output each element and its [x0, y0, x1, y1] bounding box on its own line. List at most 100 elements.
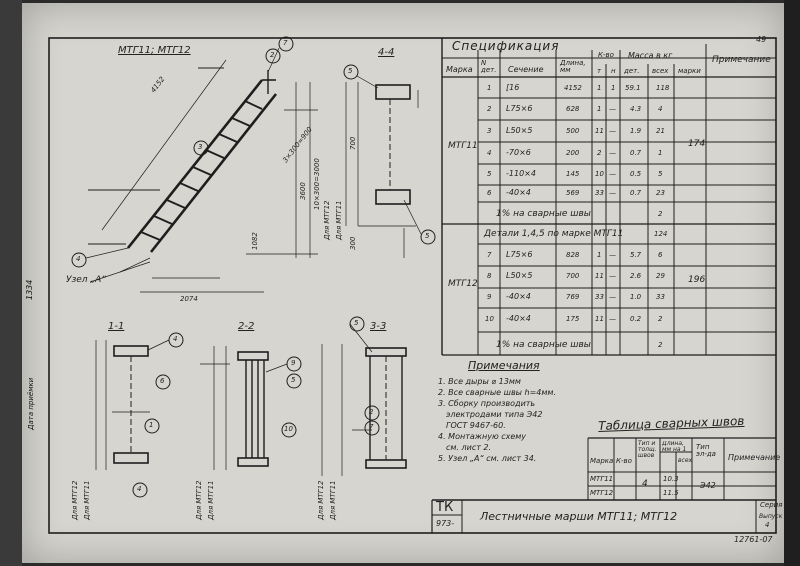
- spec-h-count-t: т: [597, 67, 602, 75]
- weld-h-note: Примечание: [728, 453, 781, 462]
- note-3b: электродами типа Э42: [446, 410, 543, 419]
- callout-5c: 5: [291, 376, 296, 384]
- s11-r3-sec: L50×5: [506, 126, 533, 135]
- s12-r3-len: 769: [566, 293, 580, 301]
- s12-r4-det: 0.2: [630, 315, 642, 323]
- weld-h-all: всех: [678, 457, 693, 464]
- s12-r2-t: 11: [595, 272, 604, 280]
- weld-h-electrode: Тип эл-да: [696, 443, 716, 458]
- s12-r1-sec: L75×6: [506, 250, 533, 259]
- s11-welds-label: 1% на сварные швы: [496, 209, 591, 219]
- s11-r1-n: 1: [487, 84, 492, 92]
- s12-r2-n: 8: [487, 272, 492, 280]
- s11-r6-n: 6: [487, 189, 492, 197]
- note-4b: см. лист 2.: [446, 443, 492, 452]
- s11-r1-all: 118: [656, 84, 670, 92]
- s11-r4-len: 200: [566, 149, 580, 157]
- callout-1: 1: [149, 421, 154, 429]
- spec-h-count: К-во: [598, 51, 614, 59]
- weld-electrode: Э42: [700, 481, 716, 490]
- s11-r2-len: 628: [566, 105, 580, 113]
- tb-title: Лестничные марши МТГ11; МТГ12: [480, 510, 678, 523]
- s12-r2-len: 700: [566, 272, 580, 280]
- callout-5b: 5: [425, 232, 430, 240]
- spec-h-count-n: н: [611, 67, 616, 75]
- callout-7b: 7: [369, 423, 374, 431]
- s11-r6-len: 569: [566, 189, 580, 197]
- s12-r1-det: 5.7: [630, 251, 642, 259]
- side-label-mtg11-s33: Для МТГ11: [329, 480, 337, 520]
- s12-r3-t: 33: [595, 293, 604, 301]
- tb-issue-label: Выпуск: [759, 513, 783, 520]
- s12-r4-len: 175: [566, 315, 580, 323]
- tb-org: ТК: [436, 500, 454, 515]
- side-label-mtg12-s33: Для МТГ12: [317, 480, 325, 520]
- side-label-mtg12: Для МТГ12: [323, 200, 331, 240]
- scan-right-border: [784, 0, 800, 566]
- spec-h-section: Сечение: [508, 65, 544, 74]
- margin-number: 1334: [25, 279, 34, 300]
- callout-4b: 4: [173, 335, 178, 343]
- s11-r4-n: 4: [487, 149, 492, 157]
- s11-r6-sec: -40×4: [506, 188, 531, 197]
- side-label-mtg12-s11: Для МТГ12: [71, 480, 79, 520]
- tb-issue-value: 4: [765, 521, 770, 529]
- spec-mtg12-marka: МТГ12: [448, 279, 478, 289]
- s12-r1-len: 828: [566, 251, 580, 259]
- s11-r6-n2: —: [609, 189, 616, 197]
- s12-r3-all: 33: [656, 293, 665, 301]
- s11-r5-n2: —: [609, 170, 616, 178]
- s11-r3-n: 3: [487, 127, 492, 135]
- spec-h-ndet: N дет.: [481, 59, 497, 74]
- s11-r2-all: 4: [658, 105, 663, 113]
- s11-r3-len: 500: [566, 127, 580, 135]
- weld-r2-marka: МТГ12: [590, 489, 614, 497]
- spec-h-marka: Марка: [446, 65, 473, 74]
- scan-left-border: [0, 0, 22, 566]
- s12-r2-n2: —: [609, 272, 616, 280]
- s12-r4-n2: —: [609, 315, 616, 323]
- callout-5d: 5: [354, 319, 359, 327]
- s12-r4-t: 11: [595, 315, 604, 323]
- note-1: 1. Все дыры ⌀ 13мм: [438, 377, 521, 386]
- dim-10x300: 10×300=3000: [313, 158, 321, 210]
- s11-r1-len: 4152: [564, 84, 582, 92]
- s12-r3-n2: —: [609, 293, 616, 301]
- s12-r3-det: 1.0: [630, 293, 642, 301]
- spec-h-length: Длина, мм: [560, 59, 586, 74]
- spec-h-note: Примечание: [712, 55, 771, 65]
- s11-r5-sec: -110×4: [506, 169, 536, 178]
- drawing-sheet: [22, 3, 784, 563]
- weld-h-length: Длина, мм на 1 дет.: [662, 441, 687, 451]
- s12-r1-n2: —: [609, 251, 616, 259]
- note-3c: ГОСТ 9467-60.: [446, 421, 506, 430]
- dim-700: 700: [349, 136, 357, 150]
- s11-r4-n2: —: [609, 149, 616, 157]
- weld-r1-len: 10.3: [663, 475, 679, 483]
- s11-r5-all: 5: [658, 170, 663, 178]
- tb-series-label: Серия: [760, 501, 783, 509]
- s12-r1-all: 6: [658, 251, 663, 259]
- node-a-label: Узел „А“: [66, 275, 106, 285]
- s11-r2-t: 1: [597, 105, 602, 113]
- weld-r1-marka: МТГ11: [590, 475, 614, 483]
- spec-h-mass-total: всех: [652, 67, 669, 75]
- callout-3: 3: [198, 143, 203, 151]
- tb-sheet-number: 12761-07: [734, 535, 773, 544]
- side-label-mtg12-s22: Для МТГ12: [195, 480, 203, 520]
- main-view-title: МТГ11; МТГ12: [118, 45, 191, 56]
- weld-r2-len: 11.5: [663, 489, 679, 497]
- s12-details-label: Детали 1,4,5 по марке МТГ11: [484, 229, 624, 239]
- s11-r5-t: 10: [595, 170, 604, 178]
- margin-date-label: Дата приёмки: [27, 377, 35, 430]
- weld-h-type: Тип и толщ. швов: [638, 440, 657, 459]
- s12-r4-n: 10: [485, 315, 494, 323]
- spec-mtg11-total: 174: [688, 139, 706, 149]
- note-4: 4. Монтажную схему: [438, 432, 527, 441]
- s11-r6-all: 23: [656, 189, 665, 197]
- tb-code: 973-: [436, 519, 455, 528]
- s11-r3-n2: —: [609, 127, 616, 135]
- s12-r3-n: 9: [487, 293, 492, 301]
- section-3-3-title: 3-3: [370, 321, 387, 332]
